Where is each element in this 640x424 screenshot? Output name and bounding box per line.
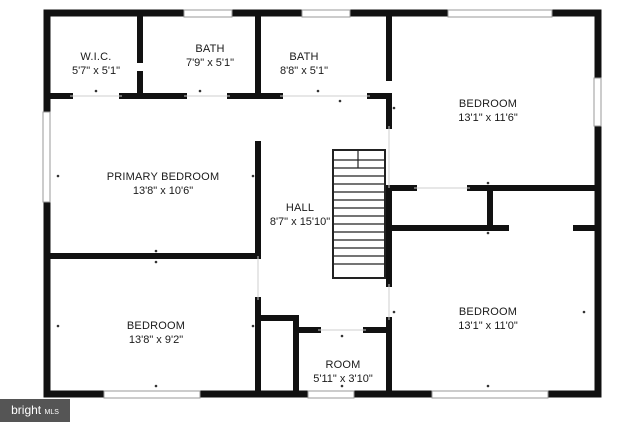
watermark-suffix: MLS [44, 409, 59, 416]
room-name: PRIMARY BEDROOM [106, 171, 220, 183]
room-name: BATH [289, 51, 319, 63]
door-openings [70, 95, 470, 331]
room-label-bedroom-ne: BEDROOM 13'1" x 11'6" [458, 97, 518, 125]
room-name: BEDROOM [458, 306, 518, 318]
staircase [332, 149, 386, 279]
dimension-ticks [56, 89, 586, 388]
room-label-bedroom-sw: BEDROOM 13'8" x 9'2" [127, 319, 185, 347]
room-dimensions: 8'8" x 5'1" [279, 65, 329, 77]
room-label-wic: W.I.C. 5'7" x 5'1" [72, 50, 120, 78]
room-label-primary-bedroom: PRIMARY BEDROOM 13'8" x 10'6" [107, 170, 220, 198]
room-dimensions: 5'11" x 3'10" [313, 373, 373, 385]
room-label-bath-left: BATH 7'9" x 5'1" [186, 42, 234, 70]
room-name: BATH [195, 43, 225, 55]
windows [42, 9, 602, 399]
room-dimensions: 13'1" x 11'0" [458, 320, 518, 332]
room-label-room: ROOM 5'11" x 3'10" [313, 358, 373, 386]
room-name: ROOM [325, 359, 361, 371]
room-name: BEDROOM [458, 98, 518, 110]
room-dimensions: 8'7" x 15'10" [269, 216, 331, 228]
watermark-brand: bright [11, 403, 42, 417]
room-dimensions: 7'9" x 5'1" [185, 57, 235, 69]
room-label-hall: HALL 8'7" x 15'10" [270, 201, 330, 229]
room-name: HALL [285, 202, 315, 214]
room-name: W.I.C. [80, 51, 112, 63]
room-dimensions: 13'1" x 11'6" [458, 112, 518, 124]
room-label-bath-right: BATH 8'8" x 5'1" [280, 50, 328, 78]
room-dimensions: 13'8" x 10'6" [132, 185, 194, 197]
mls-watermark: bright MLS [0, 399, 70, 422]
interior-walls [47, 11, 599, 397]
room-dimensions: 13'8" x 9'2" [128, 334, 184, 346]
room-label-bedroom-se: BEDROOM 13'1" x 11'0" [458, 305, 518, 333]
room-name: BEDROOM [126, 320, 186, 332]
room-dimensions: 5'7" x 5'1" [71, 65, 121, 77]
